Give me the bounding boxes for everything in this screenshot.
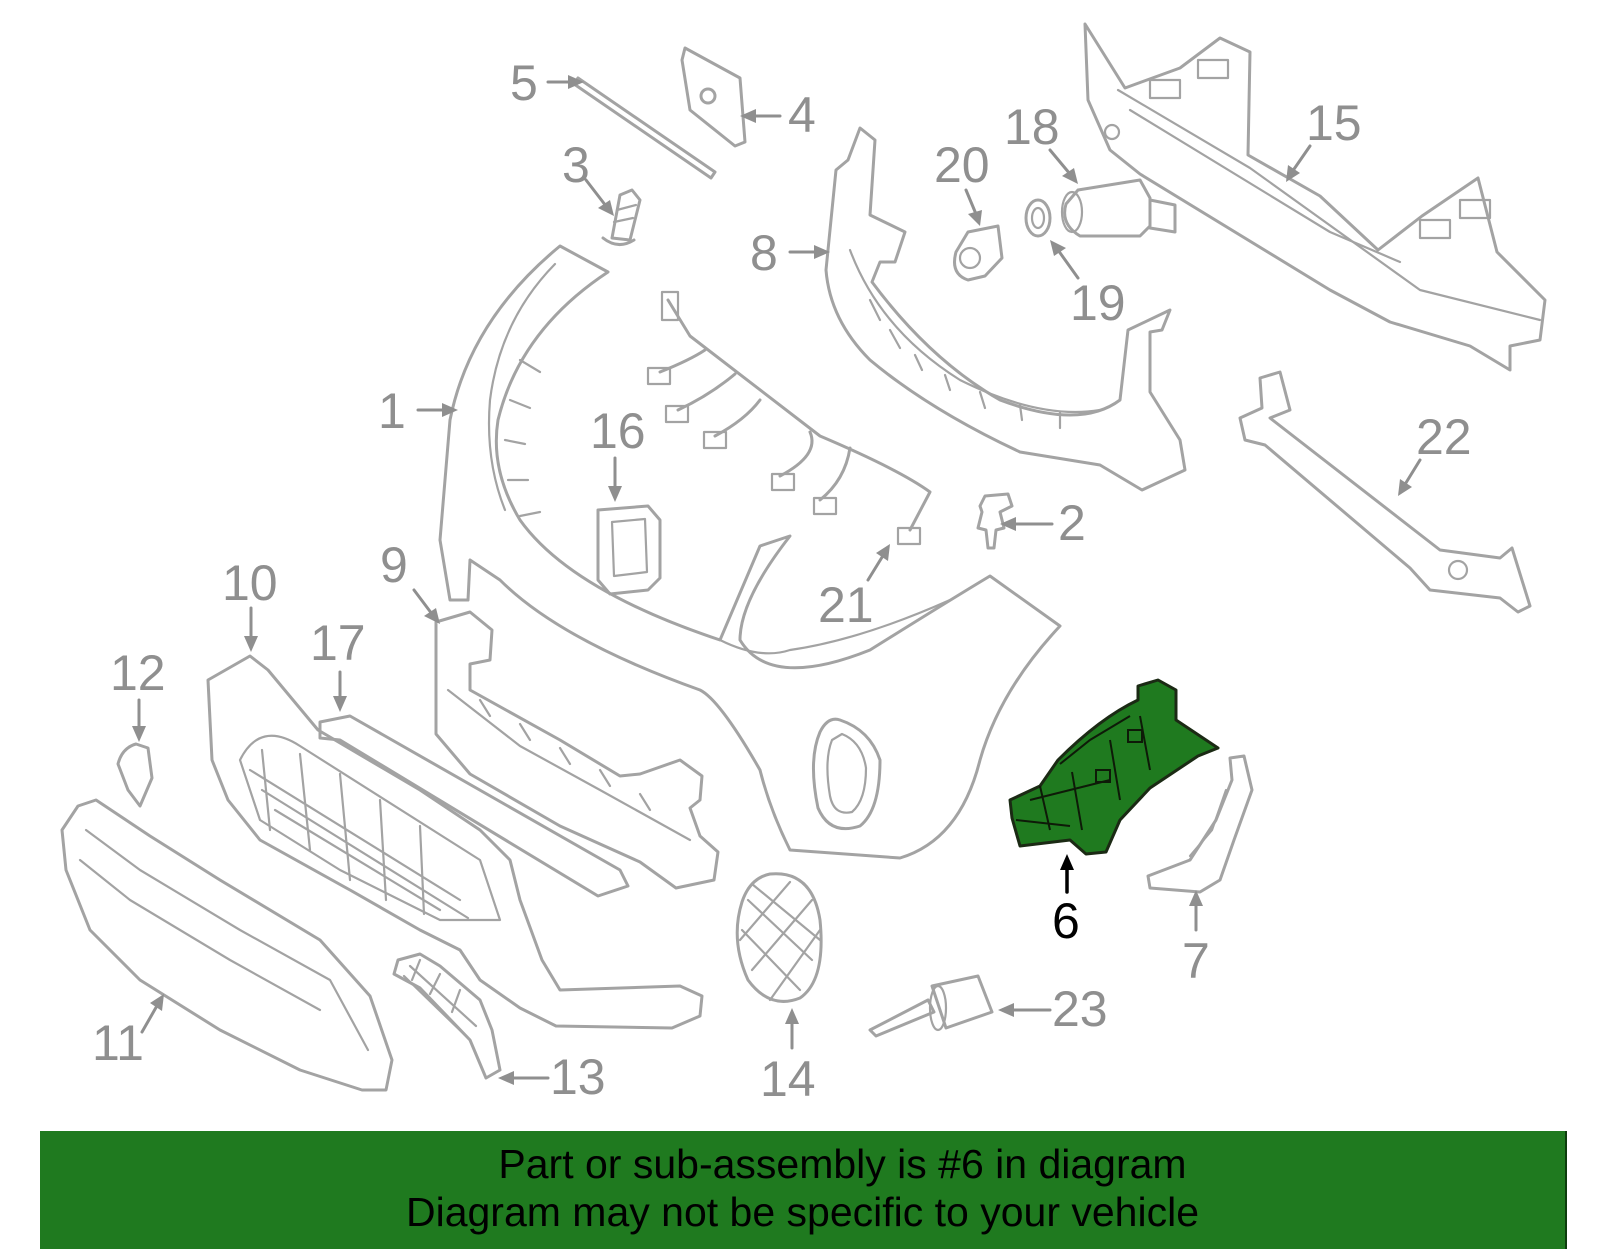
callout-9: 9: [380, 537, 408, 593]
banner-part-note: Part or sub-assembly is #6 in diagram: [498, 1141, 1187, 1187]
part-12-cover-cap: [116, 742, 154, 808]
callout-7: 7: [1182, 933, 1210, 989]
callout-5: 5: [510, 55, 538, 111]
callout-labels: 5 4 3 8 1 16 2 21 9 10 12 17 18 20 19 15…: [92, 55, 1472, 1107]
callout-2: 2: [1058, 495, 1086, 551]
callout-22: 22: [1416, 409, 1472, 465]
part-2-clip: [976, 492, 1014, 550]
part-15-reinforcement-beam: [1083, 22, 1547, 372]
part-16-control-module: [596, 504, 662, 596]
part-6-bracket-highlighted[interactable]: [1008, 678, 1220, 856]
callout-18: 18: [1004, 99, 1060, 155]
callout-3: 3: [562, 137, 590, 193]
callout-14: 14: [760, 1051, 816, 1107]
callout-13: 13: [550, 1049, 606, 1105]
callout-23: 23: [1052, 981, 1108, 1037]
leader-lines: [132, 75, 1422, 1085]
callout-8: 8: [750, 225, 778, 281]
part-21-wiring-harness: [646, 290, 932, 546]
part-9-energy-absorber: [434, 610, 720, 890]
part-5-trim-strip: [572, 76, 717, 180]
part-8-upper-bracket: [824, 126, 1187, 492]
part-13-side-grille: [392, 952, 502, 1080]
callout-11: 11: [92, 1015, 144, 1071]
part-14-fog-grille: [735, 872, 823, 1003]
callout-15: 15: [1306, 95, 1362, 151]
part-17-seal-strip: [318, 714, 630, 898]
callout-21: 21: [818, 577, 874, 633]
part-1-bumper-cover: [438, 244, 1062, 860]
part-23-sensor: [868, 974, 994, 1038]
part-20-sensor-housing: [953, 224, 1004, 282]
callout-10: 10: [222, 555, 278, 611]
part-7-side-bracket: [1146, 754, 1254, 894]
part-10-grille: [206, 654, 704, 1030]
parts-diagram: 5 4 3 8 1 16 2 21 9 10 12 17 18 20 19 15…: [60, 22, 1547, 1107]
part-4-emblem-plate: [680, 46, 747, 148]
part-22-support-bar: [1238, 370, 1532, 614]
info-banner: Part or sub-assembly is #6 in diagram Di…: [40, 1131, 1567, 1249]
part-3-screw: [601, 188, 642, 246]
part-19-ring: [1024, 198, 1052, 238]
callout-16: 16: [590, 403, 646, 459]
callout-12: 12: [110, 645, 166, 701]
callout-6-highlighted: 6: [1052, 893, 1080, 949]
callout-17: 17: [310, 615, 366, 671]
banner-disclaimer: Diagram may not be specific to your vehi…: [405, 1189, 1199, 1235]
part-11-lower-trim: [60, 798, 394, 1092]
callout-4: 4: [788, 87, 816, 143]
callout-19: 19: [1070, 275, 1126, 331]
callout-20: 20: [934, 137, 990, 193]
callout-1: 1: [378, 383, 406, 439]
part-18-park-sensor: [1060, 178, 1177, 238]
